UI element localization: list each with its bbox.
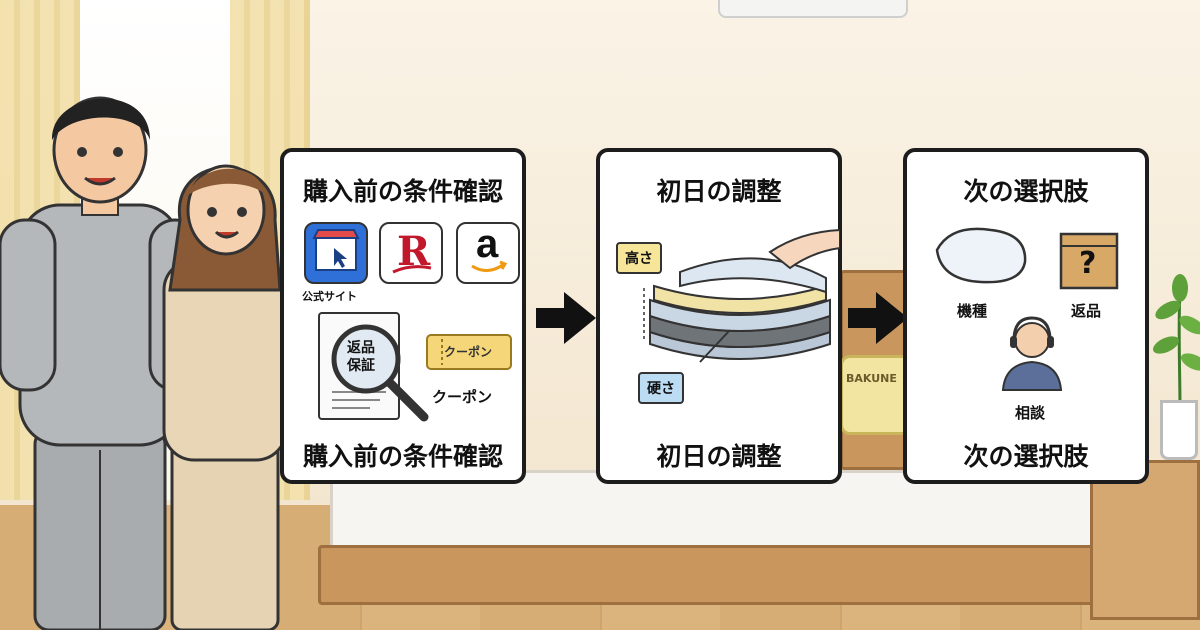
- panel-next-options: 次の選択肢 機種 ? 返品 相談 次の選択肢: [903, 148, 1149, 484]
- man-illustration: [0, 96, 200, 630]
- panel-title: 購入前の条件確認: [302, 177, 503, 206]
- support-agent-icon: [1001, 316, 1063, 391]
- woman-illustration: [162, 164, 288, 630]
- plant-pot: [1160, 400, 1198, 460]
- return-box-icon: [1059, 232, 1119, 290]
- panel-purchase-conditions: 購入前の条件確認 公式サイト R a 返品 保証: [280, 148, 526, 484]
- consult-label: 相談: [1015, 404, 1046, 422]
- amazon-mark: a: [476, 222, 499, 266]
- warranty-text: 返品 保証: [347, 339, 375, 375]
- question-mark: ?: [1079, 246, 1097, 281]
- panel-first-day-adjustment: 初日の調整 高さ 硬さ 初日の調整: [596, 148, 842, 484]
- panel-caption: 初日の調整: [656, 442, 782, 471]
- plant-icon: [1152, 274, 1200, 410]
- official-site-icon: [304, 222, 368, 284]
- arrow-right-icon: [536, 292, 596, 344]
- panel-caption: 次の選択肢: [963, 442, 1089, 471]
- coupon-ticket-text: クーポン: [444, 345, 493, 359]
- coupon-label: クーポン: [432, 388, 493, 406]
- return-text: 返品: [347, 340, 375, 356]
- arrow-right-icon: [848, 292, 908, 344]
- return-label: 返品: [1071, 302, 1102, 320]
- coupon-ticket-icon: [426, 334, 512, 370]
- air-conditioner: [718, 0, 908, 18]
- magnifier-icon: [331, 324, 429, 422]
- amazon-icon: a: [456, 222, 520, 284]
- hardness-tag: 硬さ: [638, 372, 684, 404]
- panel-title: 初日の調整: [656, 177, 782, 206]
- pillow-icon: [935, 227, 1027, 284]
- height-tag: 高さ: [616, 242, 662, 274]
- nightstand: [1090, 460, 1200, 620]
- official-site-label: 公式サイト: [302, 290, 357, 303]
- pillow-brand-text: BAKUNE: [846, 372, 897, 385]
- rakuten-icon: R: [379, 222, 443, 284]
- bed-frame: [318, 545, 1148, 605]
- model-label: 機種: [957, 302, 988, 320]
- pillow-layers-icon: [643, 228, 840, 363]
- panel-caption: 購入前の条件確認: [302, 442, 503, 471]
- guarantee-text: 保証: [347, 358, 375, 374]
- panel-title: 次の選択肢: [963, 177, 1089, 206]
